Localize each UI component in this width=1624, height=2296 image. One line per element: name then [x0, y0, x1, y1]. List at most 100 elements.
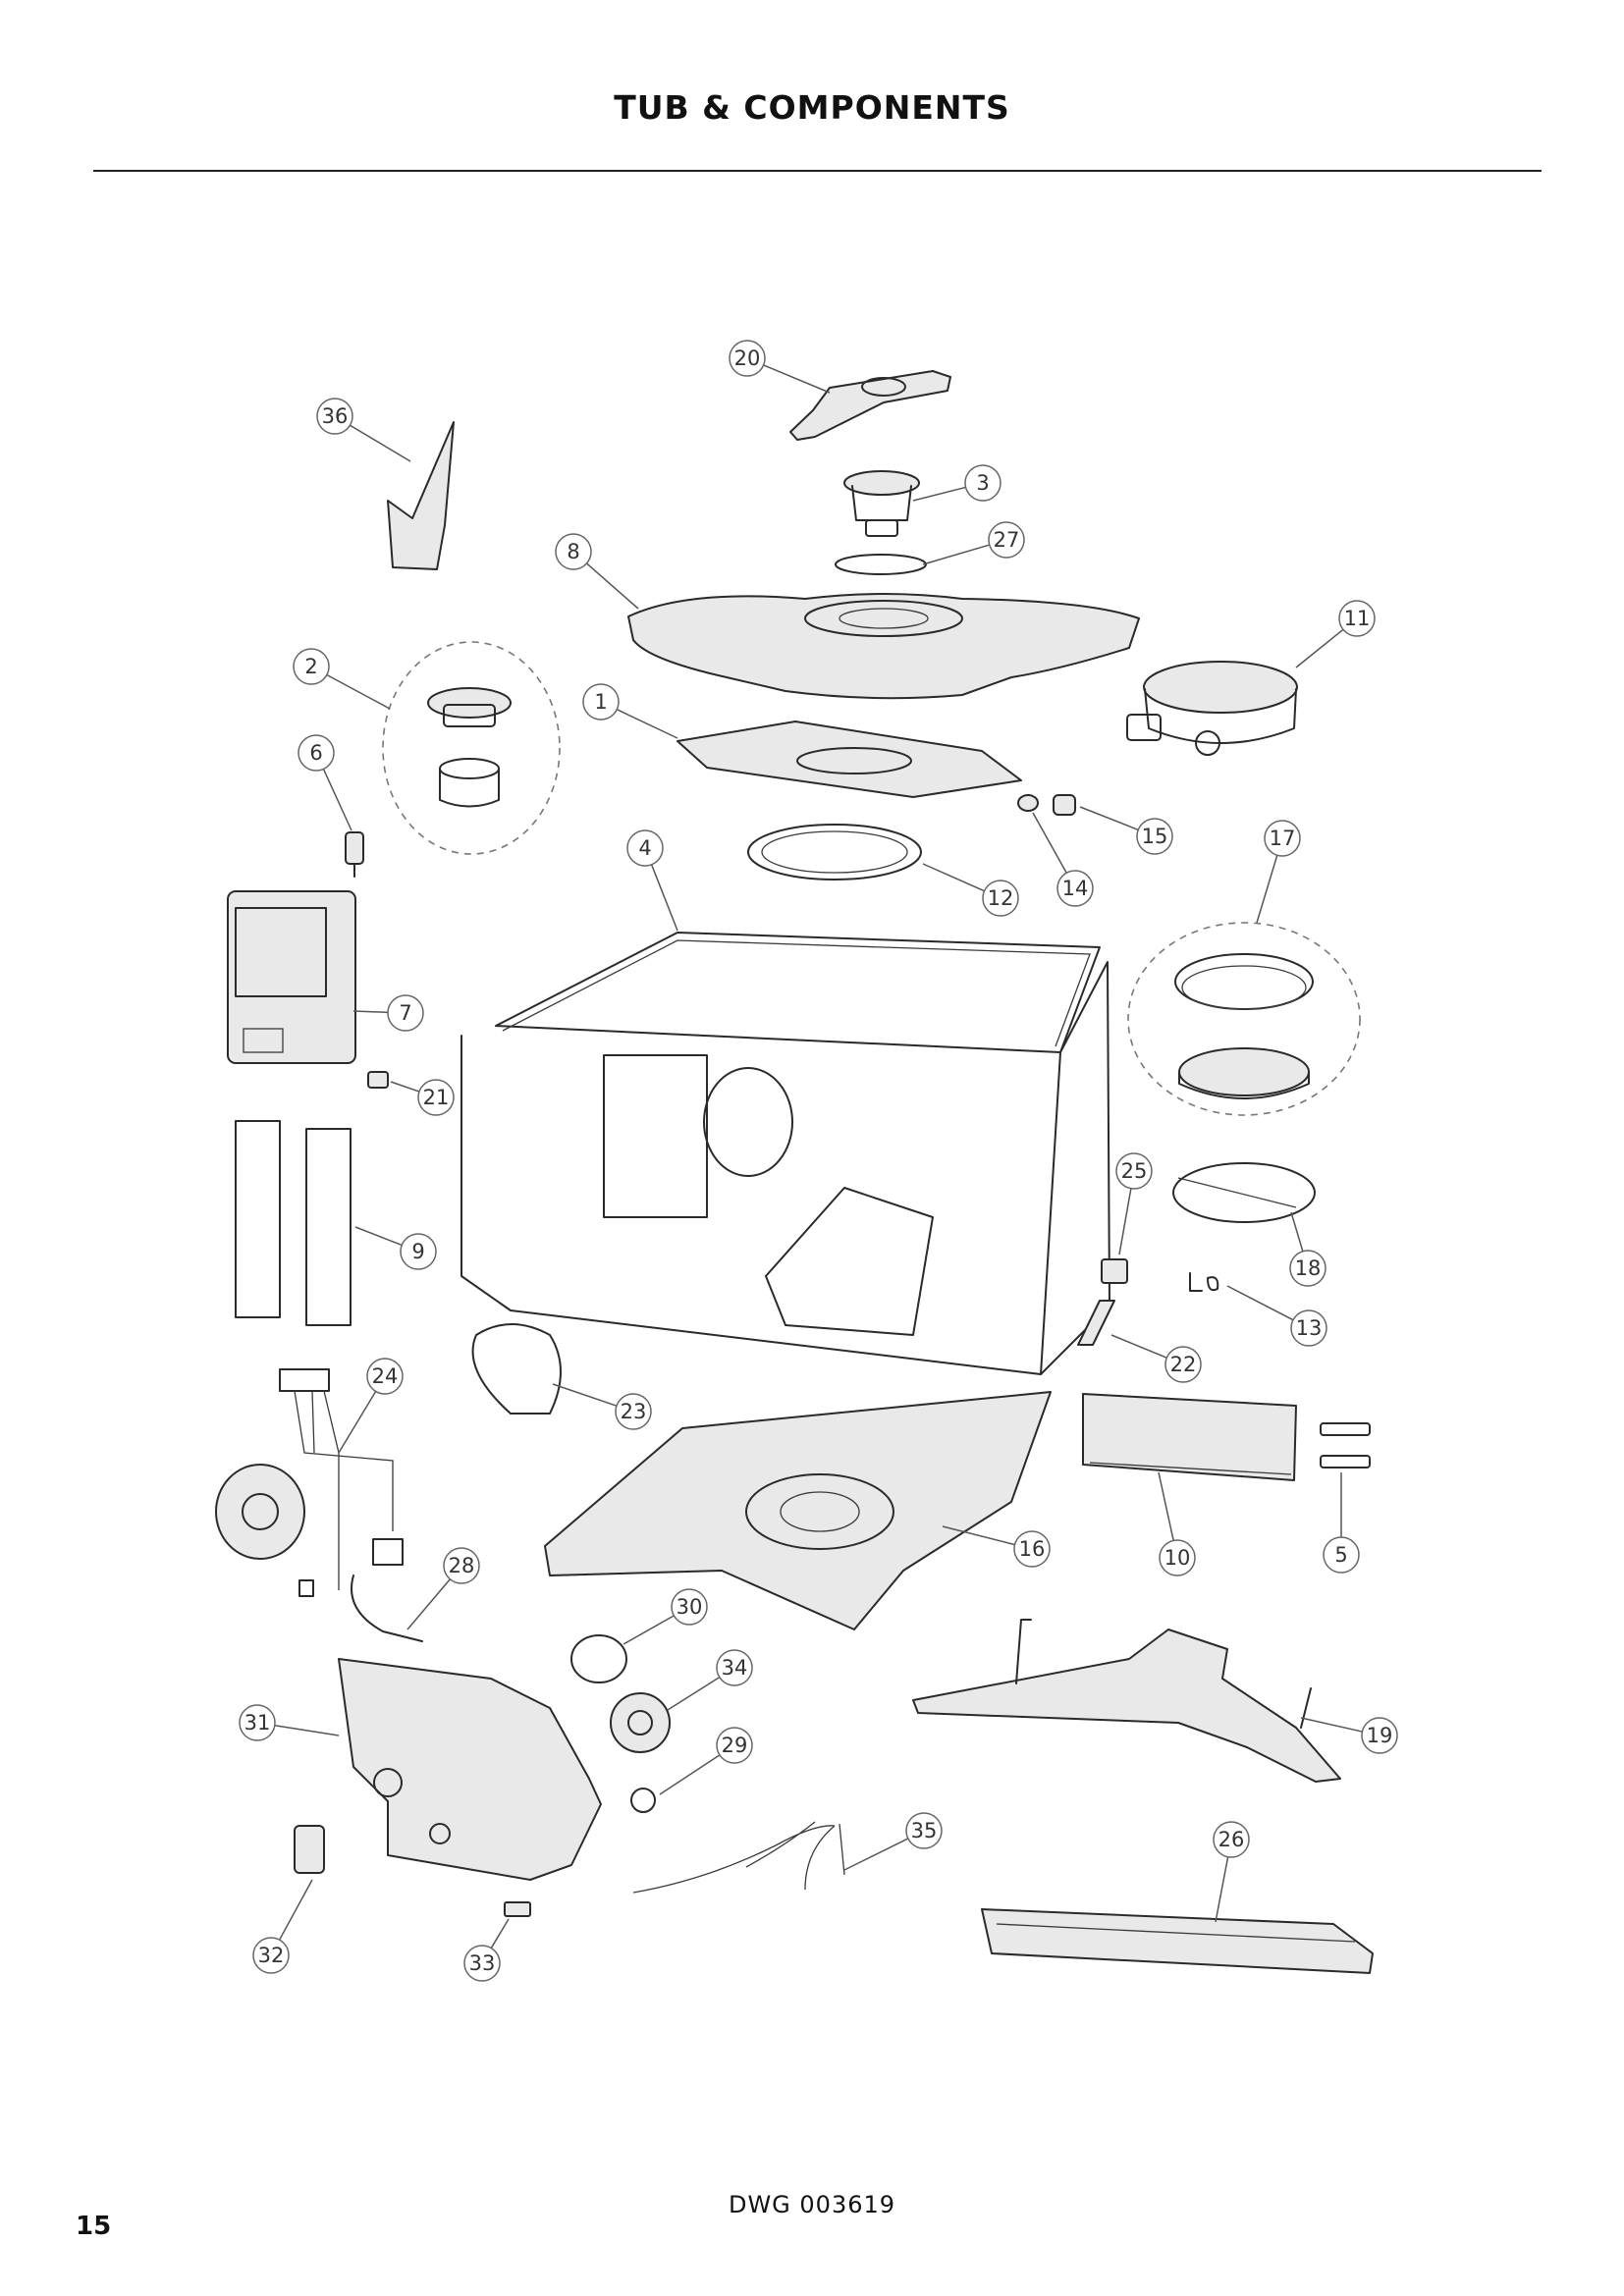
part-pump-assembly [1126, 661, 1298, 756]
leader-line-25 [1118, 1188, 1132, 1255]
callout-17: 17 [1264, 820, 1301, 857]
callout-circle [417, 1079, 455, 1116]
callout-circle [400, 1233, 437, 1270]
part-harness-35 [632, 1821, 845, 1894]
part-o-ring-27 [835, 554, 927, 575]
leader-line-13 [1226, 1285, 1294, 1321]
callout-label: 16 [1019, 1537, 1046, 1561]
callout-31: 31 [239, 1704, 276, 1741]
callout-circle [988, 521, 1025, 559]
callout-label: 29 [722, 1734, 748, 1757]
callout-circle [905, 1812, 943, 1849]
callout-12: 12 [982, 880, 1019, 917]
callout-circle [729, 340, 766, 377]
leader-line-4 [650, 864, 678, 932]
callout-circle [293, 648, 330, 685]
part-ring-29 [630, 1788, 656, 1813]
part-tub [460, 932, 1110, 1375]
callout-13: 13 [1290, 1309, 1327, 1347]
callout-26: 26 [1213, 1821, 1250, 1858]
callout-label: 35 [911, 1819, 938, 1842]
callout-22: 22 [1164, 1346, 1202, 1383]
callout-16: 16 [1013, 1530, 1051, 1568]
leader-line-3 [912, 486, 966, 502]
callout-label: 21 [423, 1086, 450, 1109]
part-control-panel [1082, 1393, 1297, 1481]
callout-30: 30 [671, 1588, 708, 1626]
callout-circle [1338, 600, 1376, 637]
callout-circle [252, 1937, 290, 1974]
callout-label: 12 [988, 886, 1014, 910]
page-number: 15 [76, 2212, 112, 2241]
callout-35: 35 [905, 1812, 943, 1849]
callout-15: 15 [1136, 818, 1173, 855]
callout-circle [298, 734, 335, 772]
callout-circle [1290, 1309, 1327, 1347]
leader-line-10 [1158, 1471, 1174, 1541]
leader-line-8 [586, 562, 639, 610]
leader-lines [274, 364, 1363, 1949]
callout-29: 29 [716, 1727, 753, 1764]
part-hose-clamp [471, 1323, 562, 1415]
callout-label: 9 [411, 1240, 424, 1263]
leader-line-18 [1290, 1211, 1304, 1252]
callout-7: 7 [387, 994, 424, 1032]
callout-23: 23 [615, 1393, 652, 1430]
callout-11: 11 [1338, 600, 1376, 637]
callout-label: 2 [304, 655, 317, 678]
leader-line-22 [1110, 1334, 1167, 1359]
leader-line-17 [1256, 855, 1278, 924]
callout-circle [1013, 1530, 1051, 1568]
callout-label: 11 [1344, 607, 1371, 630]
callout-36: 36 [316, 398, 353, 435]
callout-33: 33 [463, 1945, 501, 1982]
callout-6: 6 [298, 734, 335, 772]
callout-label: 31 [244, 1711, 271, 1735]
callout-18: 18 [1289, 1250, 1326, 1287]
leader-line-27 [922, 544, 990, 565]
callout-label: 10 [1164, 1546, 1191, 1570]
callout-3: 3 [964, 464, 1001, 502]
callout-label: 30 [677, 1595, 703, 1619]
part-vent-group [382, 641, 561, 855]
leader-line-28 [406, 1578, 451, 1630]
part-ring-30 [570, 1634, 627, 1683]
part-seal-ring [747, 824, 922, 881]
part-impeller [610, 1692, 671, 1753]
part-door-lever [912, 1619, 1341, 1783]
callout-27: 27 [988, 521, 1025, 559]
callout-24: 24 [366, 1358, 404, 1395]
leader-line-1 [616, 709, 678, 739]
callout-circle [1056, 870, 1094, 907]
callout-circle [555, 533, 592, 570]
callout-2: 2 [293, 648, 330, 685]
callout-9: 9 [400, 1233, 437, 1270]
callout-circle [964, 464, 1001, 502]
callout-34: 34 [716, 1649, 753, 1686]
callout-circle [463, 1945, 501, 1982]
callout-circle [1289, 1250, 1326, 1287]
part-small-plate [504, 1901, 531, 1917]
callout-28: 28 [443, 1547, 480, 1584]
leader-line-31 [274, 1725, 340, 1736]
callout-label: 17 [1270, 827, 1296, 850]
callout-label: 8 [567, 540, 579, 563]
callout-label: 1 [594, 690, 607, 714]
leader-line-9 [354, 1226, 403, 1247]
part-spray-hub [843, 470, 920, 537]
part-hose [351, 1575, 423, 1642]
callout-5: 5 [1323, 1536, 1360, 1574]
callout-20: 20 [729, 340, 766, 377]
part-latch [294, 1825, 325, 1874]
part-top-spray-arm [789, 370, 951, 441]
leader-line-30 [623, 1615, 675, 1645]
callout-group: 1234567891011121314151617181920212223242… [239, 340, 1398, 1982]
callout-circle [982, 880, 1019, 917]
leader-line-35 [843, 1838, 909, 1871]
callout-label: 23 [621, 1400, 647, 1423]
callout-label: 4 [638, 836, 651, 860]
part-sump [1172, 1162, 1316, 1223]
callout-1: 1 [582, 683, 620, 721]
callout-circle [316, 398, 353, 435]
callout-circle [1115, 1152, 1153, 1190]
